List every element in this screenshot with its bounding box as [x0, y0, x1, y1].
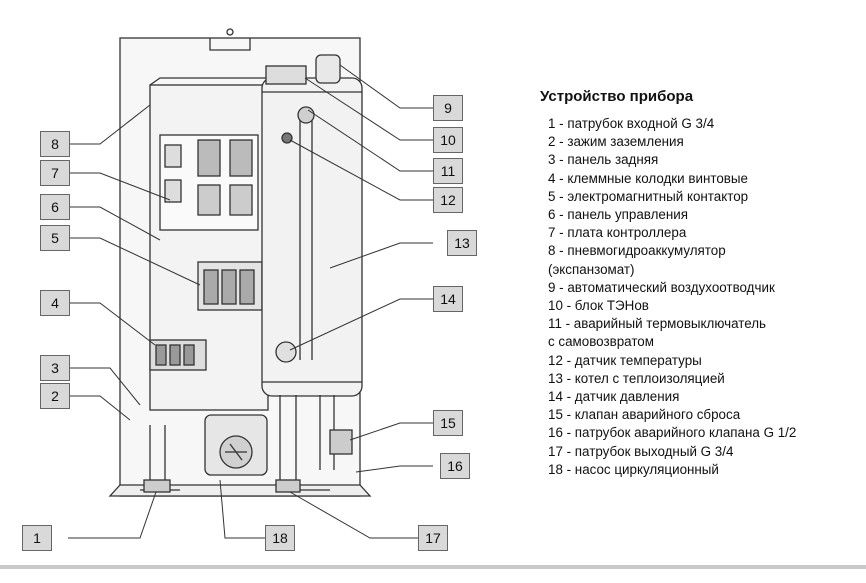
legend-item: 1 - патрубок входной G 3/4 — [548, 116, 715, 131]
callout-18: 18 — [265, 525, 295, 551]
legend: Устройство прибора 1 - патрубок входной … — [540, 88, 860, 479]
callout-14: 14 — [433, 286, 463, 312]
bottom-divider — [0, 565, 866, 569]
legend-item: (экспанзомат) — [548, 261, 635, 277]
callout-17: 17 — [418, 525, 448, 551]
legend-item: 4 - клеммные колодки винтовые — [548, 170, 748, 186]
back-panel-bottom — [108, 484, 372, 497]
legend-list: 1 - патрубок входной G 3/4 2 - зажим заз… — [540, 115, 860, 479]
legend-item: 14 - датчик давления — [548, 389, 680, 405]
legend-item: 3 - панель задняя — [548, 152, 659, 168]
legend-item: 5 - электромагнитный контактор — [548, 188, 749, 204]
legend-item: 7 - плата контроллера — [548, 225, 687, 241]
legend-item: 8 - пневмогидроаккумулятор — [548, 243, 726, 259]
callout-9: 9 — [433, 95, 463, 121]
legend-item: 15 - клапан аварийного сброса — [548, 407, 741, 423]
callout-11: 11 — [433, 158, 463, 184]
legend-item: с самовозвратом — [548, 334, 654, 350]
legend-title: Устройство прибора — [540, 88, 694, 105]
callout-10: 10 — [433, 127, 463, 153]
callout-3: 3 — [40, 355, 70, 381]
legend-item: 13 - котел с теплоизоляцией — [548, 370, 725, 386]
callout-6: 6 — [40, 194, 70, 220]
legend-item: 18 - насос циркуляционный — [548, 461, 719, 477]
legend-item: 16 - патрубок аварийного клапана G 1/2 — [548, 425, 797, 441]
legend-item: 10 - блок ТЭНов — [548, 298, 649, 314]
legend-item: 9 - автоматический воздухоотводчик — [548, 279, 775, 295]
callout-2: 2 — [40, 383, 70, 409]
callout-1: 1 — [22, 525, 52, 551]
callout-12: 12 — [433, 187, 463, 213]
callout-8: 8 — [40, 131, 70, 157]
legend-item: 17 - патрубок выходный G 3/4 — [548, 443, 734, 459]
callout-15: 15 — [433, 410, 463, 436]
legend-item: 2 - зажим заземления — [548, 134, 684, 150]
legend-item: 11 - аварийный термовыключатель — [548, 316, 767, 332]
callout-16: 16 — [440, 453, 470, 479]
relief-valve — [329, 429, 353, 455]
callout-7: 7 — [40, 160, 70, 186]
callout-13: 13 — [447, 230, 477, 256]
callout-4: 4 — [40, 290, 70, 316]
callout-5: 5 — [40, 225, 70, 251]
pressure-gauge — [275, 341, 297, 363]
air-vent — [315, 54, 341, 84]
legend-item: 12 - датчик температуры — [548, 352, 702, 368]
legend-item: 6 - панель управления — [548, 207, 688, 223]
